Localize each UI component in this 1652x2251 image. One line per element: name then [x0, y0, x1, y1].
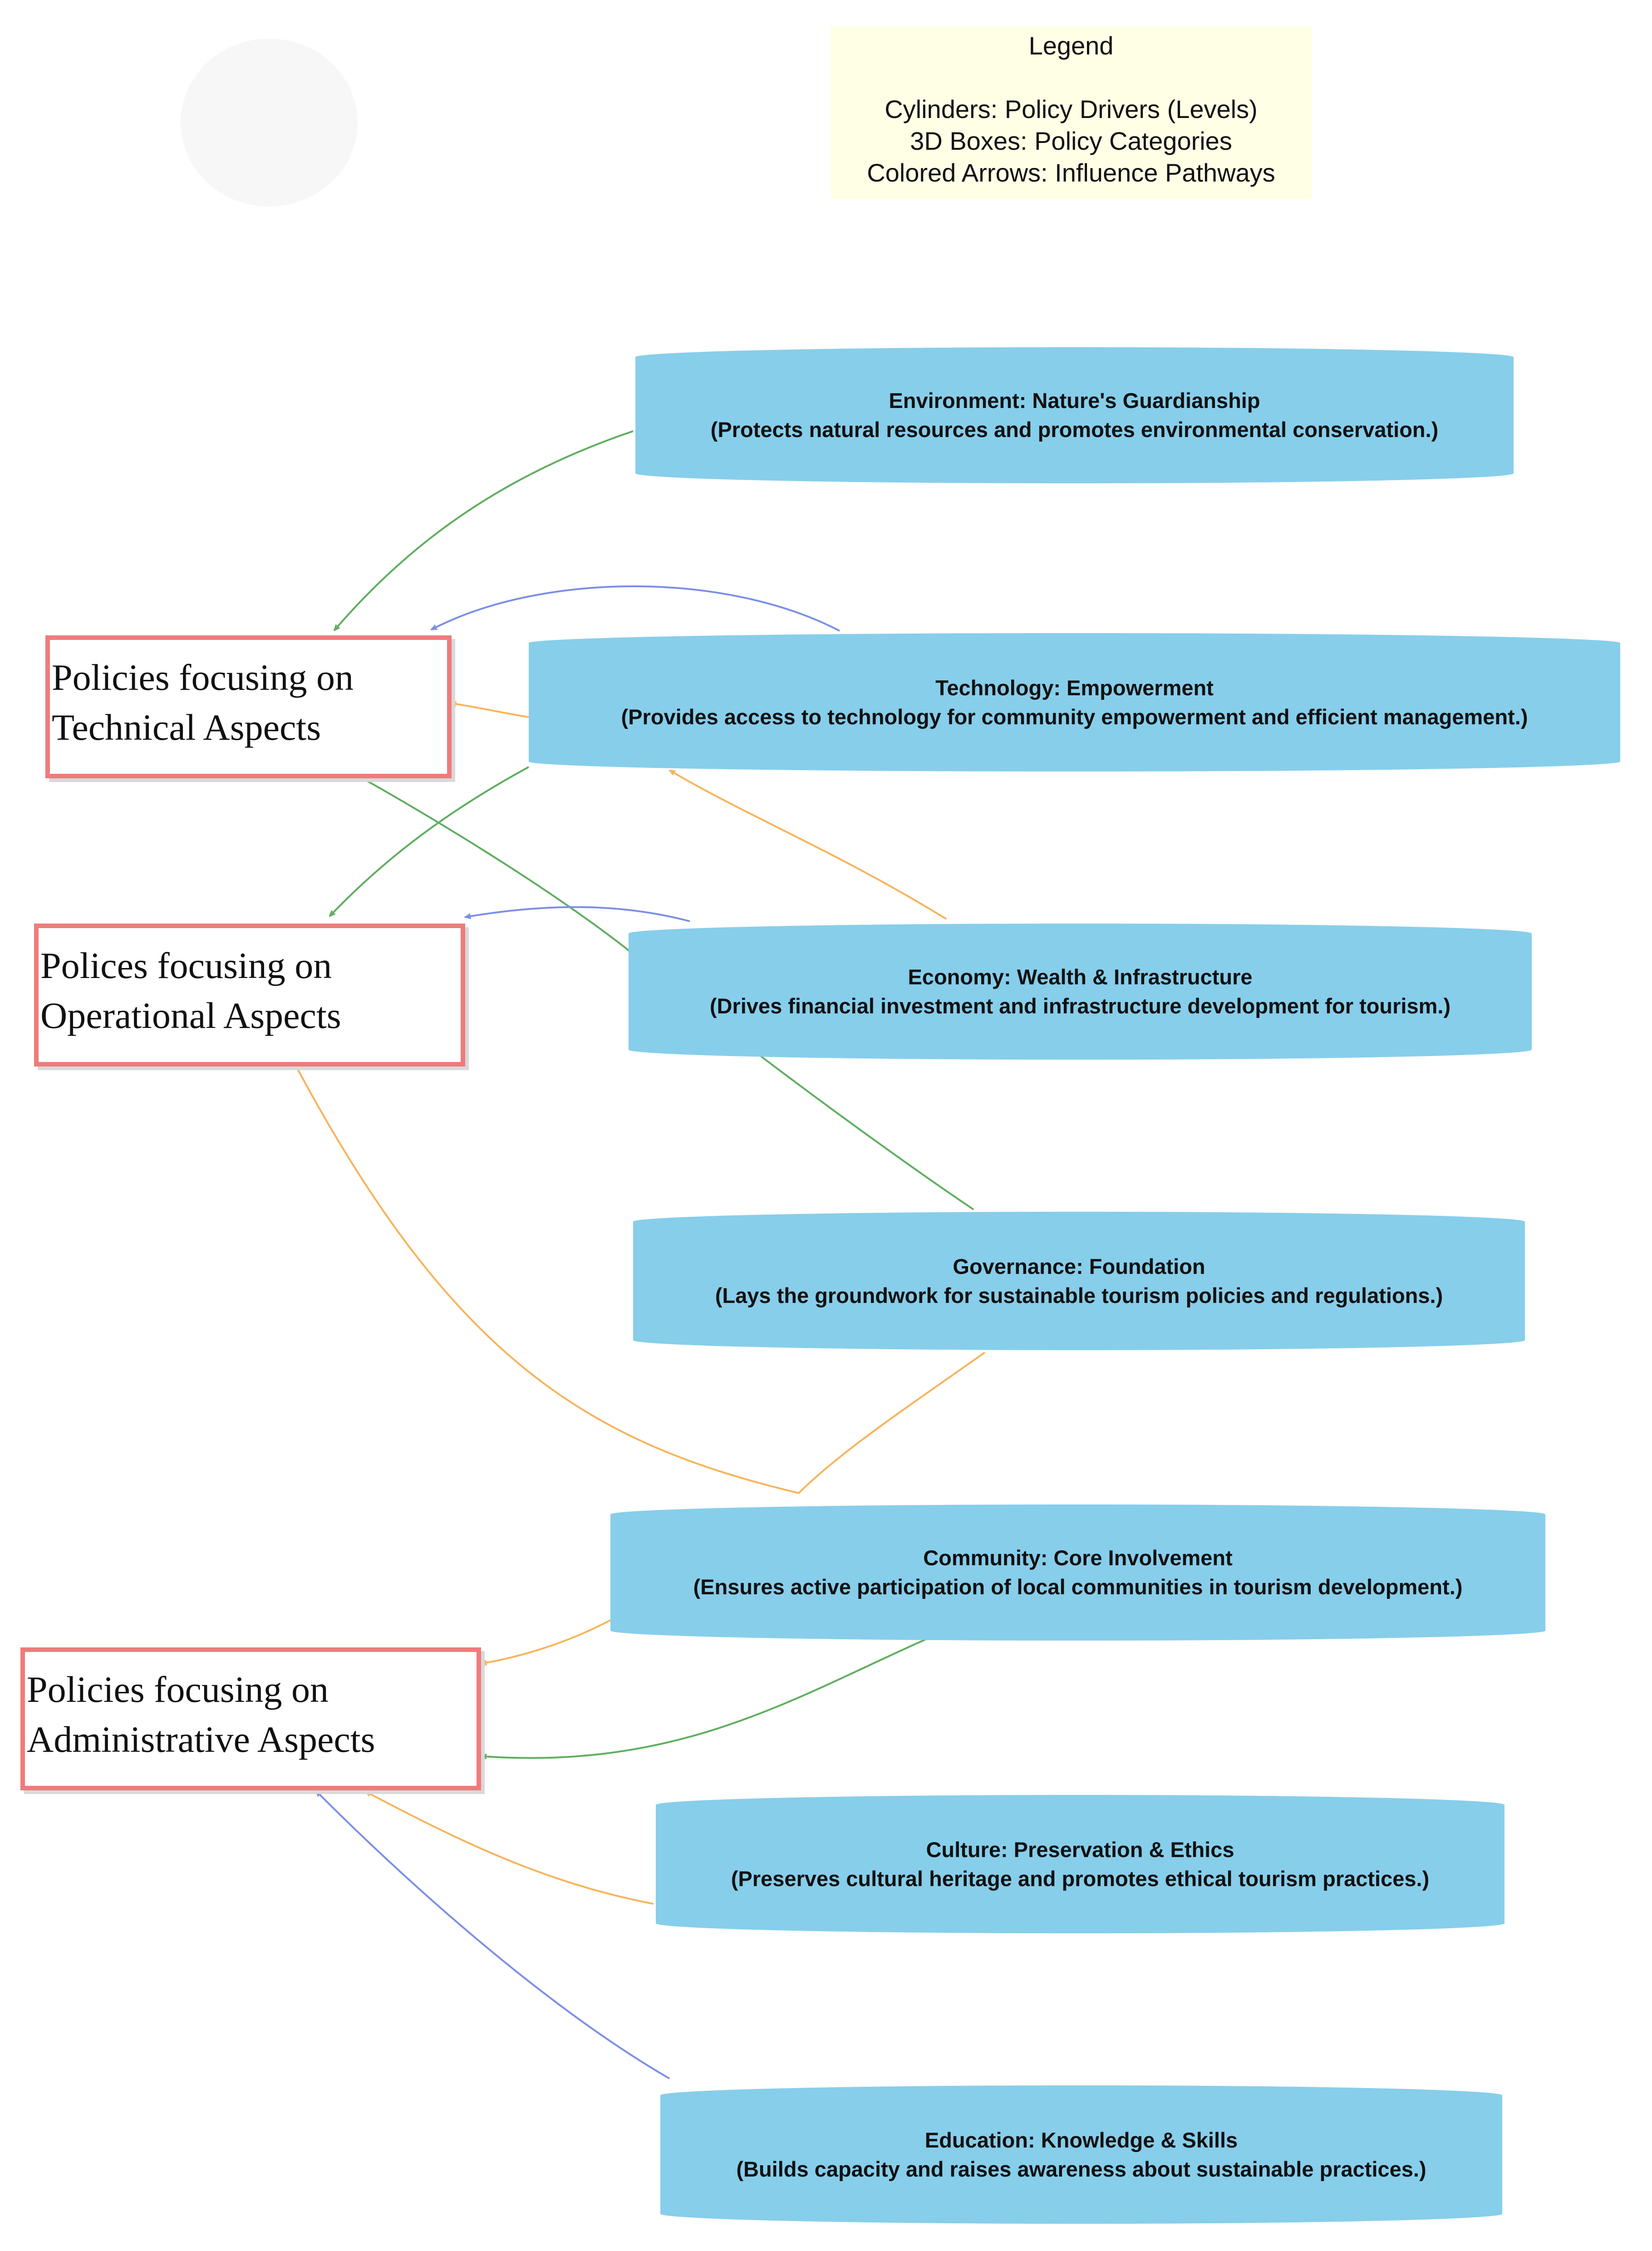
driver-education: Education: Knowledge & Skills (Builds ca… [660, 2085, 1502, 2224]
category-technical-aspects: Policies focusing on Technical Aspects [45, 635, 452, 778]
arrow-environment-to-technical [336, 430, 634, 629]
legend-line-arrows: Colored Arrows: Influence Pathways [867, 158, 1275, 187]
cylinder-shape [635, 347, 1514, 483]
legend-title: Legend [1028, 31, 1114, 60]
driver-governance-description: (Lays the groundwork for sustainable tou… [715, 1283, 1443, 1307]
driver-education-description: (Builds capacity and raises awareness ab… [736, 2157, 1426, 2181]
driver-environment: Environment: Nature's Guardianship (Prot… [635, 347, 1514, 483]
arrow-economy-to-operational [467, 906, 690, 922]
arrow-community-to-administrative [483, 1619, 611, 1663]
arrow-technology-to-technical [453, 703, 529, 718]
legend-box: Legend Cylinders: Policy Drivers (Levels… [831, 26, 1312, 199]
legend-line-cylinders: Cylinders: Policy Drivers (Levels) [885, 95, 1258, 123]
faint-circle-decoration [181, 39, 358, 206]
arrow-technology-to-technical [433, 585, 840, 632]
arrow-governance-to-operational [295, 1064, 986, 1494]
driver-technology-title: Technology: Empowerment [935, 675, 1214, 700]
cylinder-shape [656, 1795, 1504, 1933]
cylinder-shape [633, 1212, 1525, 1350]
category-administrative-aspects: Policies focusing on Administrative Aspe… [20, 1647, 481, 1790]
category-technical-line2: Technical Aspects [52, 707, 321, 748]
driver-culture-description: (Preserves cultural heritage and promote… [731, 1866, 1430, 1891]
category-administrative-line2: Administrative Aspects [27, 1719, 375, 1760]
cylinder-shape [529, 633, 1620, 772]
driver-technology-description: (Provides access to technology for commu… [621, 704, 1528, 729]
legend-line-boxes: 3D Boxes: Policy Categories [910, 127, 1232, 155]
category-operational-aspects: Polices focusing on Operational Aspects [34, 924, 465, 1067]
cylinder-shape [660, 2085, 1502, 2224]
driver-community-title: Community: Core Involvement [923, 1546, 1233, 1570]
driver-governance-title: Governance: Foundation [953, 1254, 1205, 1278]
arrow-culture-to-administrative [368, 1793, 654, 1905]
driver-technology: Technology: Empowerment (Provides access… [529, 633, 1620, 772]
category-technical-line1: Policies focusing on [52, 657, 354, 698]
driver-economy-description: (Drives financial investment and infrast… [709, 994, 1451, 1018]
arrow-education-to-administrative [318, 1793, 670, 2079]
driver-education-title: Education: Knowledge & Skills [924, 2128, 1238, 2152]
driver-economy-title: Economy: Wealth & Infrastructure [908, 965, 1253, 989]
cylinder-shape [610, 1504, 1545, 1641]
driver-community-description: (Ensures active participation of local c… [693, 1575, 1463, 1599]
driver-environment-title: Environment: Nature's Guardianship [889, 388, 1260, 413]
driver-economy: Economy: Wealth & Infrastructure (Drives… [629, 924, 1532, 1060]
driver-culture: Culture: Preservation & Ethics (Preserve… [656, 1795, 1504, 1933]
category-operational-line2: Operational Aspects [40, 995, 341, 1036]
category-operational-line1: Polices focusing on [40, 945, 332, 986]
arrow-economy-to-technical [672, 772, 947, 920]
category-administrative-line1: Policies focusing on [27, 1669, 329, 1710]
arrow-technology-to-operational [331, 766, 529, 914]
driver-culture-title: Culture: Preservation & Ethics [926, 1837, 1234, 1862]
driver-environment-description: (Protects natural resources and promotes… [710, 418, 1439, 442]
arrow-community-to-administrative [483, 1637, 929, 1758]
driver-governance: Governance: Foundation (Lays the groundw… [633, 1212, 1525, 1350]
driver-community: Community: Core Involvement (Ensures act… [610, 1504, 1545, 1641]
cylinder-shape [629, 924, 1532, 1060]
